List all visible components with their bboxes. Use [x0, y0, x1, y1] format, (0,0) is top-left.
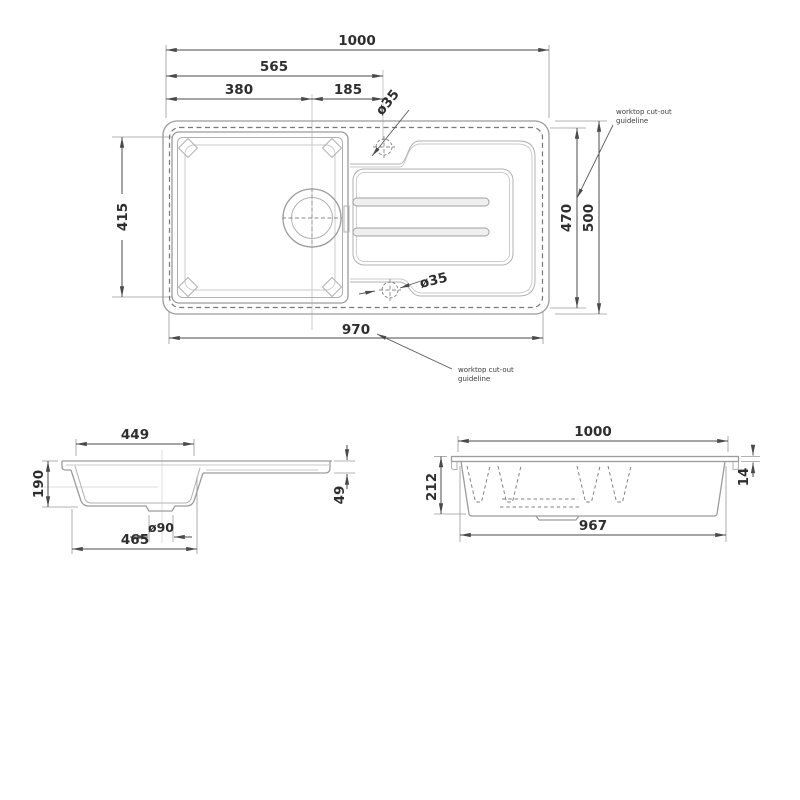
dim-overall-height: 500	[581, 204, 597, 232]
dim-side-drainer-thickness: 49	[332, 486, 348, 505]
bowl-corner-chamfer	[321, 276, 343, 298]
dim-side-drain-diameter: ø90	[148, 520, 174, 535]
label-tap-hole-top: ø35	[373, 87, 403, 119]
svg-text:worktop cut-out: worktop cut-out	[458, 366, 514, 374]
dim-bowl-to-tap: 565	[260, 59, 288, 75]
drainer-groove	[352, 197, 490, 207]
dim-tap-offset: 185	[334, 82, 362, 98]
dim-side-bowl-bottom-width: 465	[121, 532, 149, 548]
svg-text:worktop cut-out: worktop cut-out	[616, 108, 672, 116]
bowl-top-view	[171, 131, 350, 304]
dim-side-bowl-depth: 190	[31, 470, 47, 498]
note-cutout-right: worktop cut-out guideline	[576, 108, 672, 199]
drainer-top-view	[350, 140, 536, 297]
dim-drain-offset: 380	[225, 82, 253, 98]
dim-front-rim-thickness: 14	[736, 468, 752, 487]
dim-top-overall-width: 1000	[338, 33, 376, 49]
tap-hole-bottom	[379, 279, 401, 301]
dim-bowl-inner-height: 415	[115, 203, 131, 231]
dim-cutout-width: 970	[342, 322, 370, 338]
svg-text:guideline: guideline	[458, 375, 490, 383]
sink-outer-edge	[162, 120, 550, 315]
note-cutout-bottom: worktop cut-out guideline	[376, 333, 514, 383]
bowl-corner-chamfer	[321, 137, 343, 159]
bowl-corner-chamfer	[177, 276, 199, 298]
dim-side-bowl-top-width: 449	[121, 427, 149, 443]
dim-front-overall-width: 1000	[574, 424, 612, 440]
drainer-groove	[352, 227, 490, 237]
tap-hole-top	[373, 136, 395, 158]
worktop-cutout-guideline-dashed	[168, 126, 544, 309]
bowl-corner-chamfer	[177, 137, 199, 159]
side-section-view: 449 190 ø90 465 49	[31, 427, 355, 554]
overflow-nub	[343, 205, 350, 233]
dim-front-total-depth: 212	[424, 473, 440, 501]
dim-cutout-height: 470	[559, 204, 575, 232]
dim-front-base-width: 967	[579, 518, 607, 534]
front-section-view: 1000 212 967 14	[424, 424, 760, 542]
top-view: 1000 565 380 185 415 470 500 970 ø35 ø35…	[112, 33, 672, 383]
svg-text:guideline: guideline	[616, 117, 648, 125]
label-tap-hole-bottom: ø35	[418, 270, 449, 292]
